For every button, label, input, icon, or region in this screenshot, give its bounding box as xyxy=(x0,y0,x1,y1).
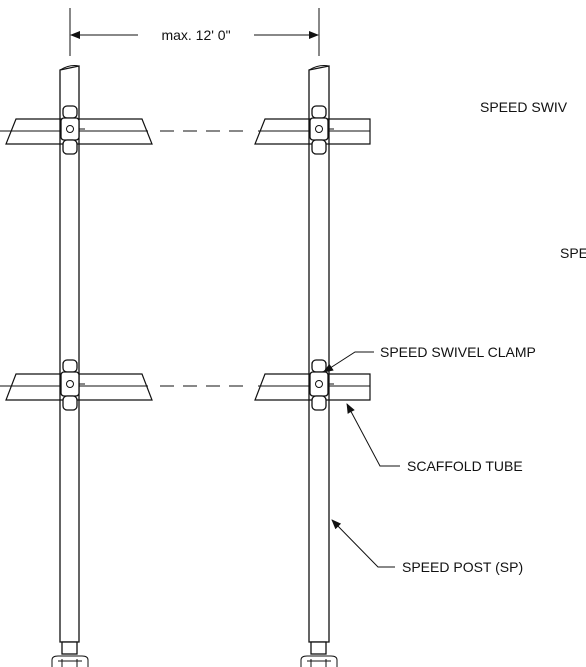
label-speed-swivel-clamp: SPEED SWIVEL CLAMP xyxy=(380,344,536,360)
speed-post-left xyxy=(51,65,89,667)
swivel-clamp-middle-left xyxy=(60,359,85,411)
leader-speed-post xyxy=(331,519,395,568)
leader-scaffold-tube xyxy=(346,403,400,467)
label-scaffold-tube: SCAFFOLD TUBE xyxy=(407,458,523,474)
label-partial-spe: SPE xyxy=(560,245,586,261)
swivel-clamp-top-right xyxy=(309,105,334,155)
speed-post-right xyxy=(300,65,338,667)
swivel-clamp-middle-right xyxy=(309,359,334,411)
dimension-annotation: max. 12' 0" xyxy=(69,8,320,56)
swivel-clamp-top-left xyxy=(60,105,85,155)
label-speed-post: SPEED POST (SP) xyxy=(402,559,523,575)
label-speed-swivel-partial: SPEED SWIV xyxy=(480,99,568,115)
leader-speed-swivel-clamp xyxy=(323,351,374,373)
dimension-label: max. 12' 0" xyxy=(161,27,230,43)
